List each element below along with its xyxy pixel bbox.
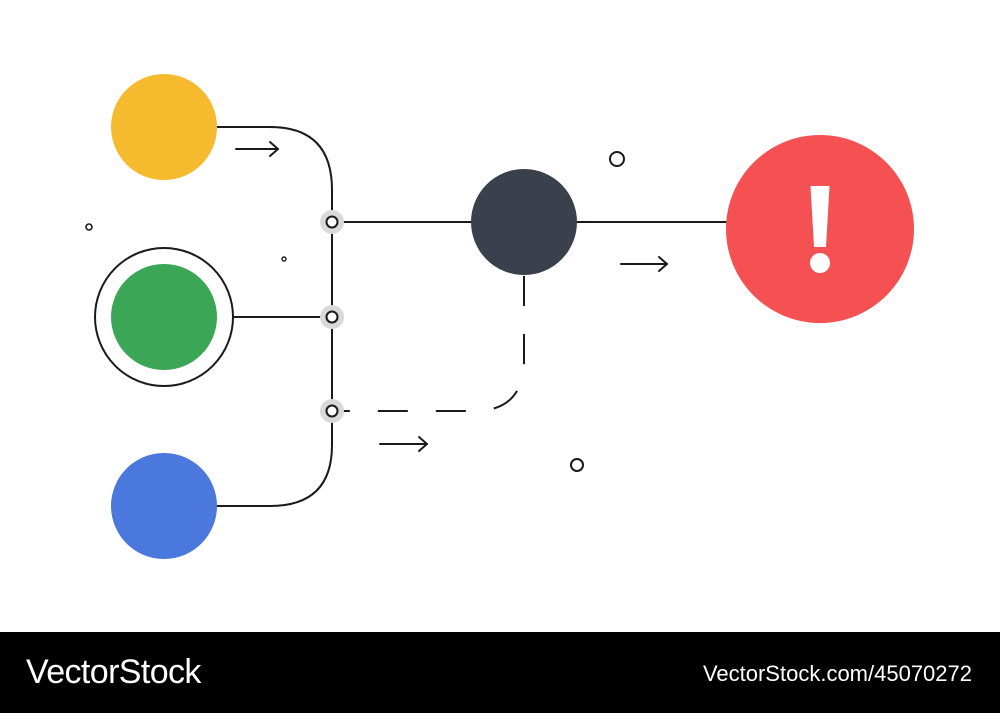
- image-id-text: VectorStock.com/45070272: [702, 661, 972, 686]
- alert-node: [726, 135, 914, 323]
- decor-dot: [570, 458, 584, 472]
- junction: [320, 210, 344, 234]
- hub-node: [471, 169, 577, 275]
- flow-diagram: [85, 74, 914, 559]
- source-node-blue: [111, 453, 217, 559]
- exclamation-icon: [810, 186, 830, 273]
- dashed-return-path: [332, 276, 525, 412]
- arrow-right-icon: [235, 141, 279, 157]
- decor-dot: [609, 151, 625, 167]
- junction: [320, 399, 344, 423]
- decor-dot: [281, 256, 287, 262]
- brand-logo-text: VectorStock: [26, 653, 201, 691]
- source-node-green: [111, 264, 217, 370]
- footer-bar: VectorStock VectorStock.com/45070272: [0, 632, 1000, 713]
- decor-dot: [85, 223, 93, 231]
- arrow-right-icon: [379, 436, 428, 452]
- source-node-yellow: [111, 74, 217, 180]
- arrow-right-icon: [620, 256, 668, 272]
- junction: [320, 305, 344, 329]
